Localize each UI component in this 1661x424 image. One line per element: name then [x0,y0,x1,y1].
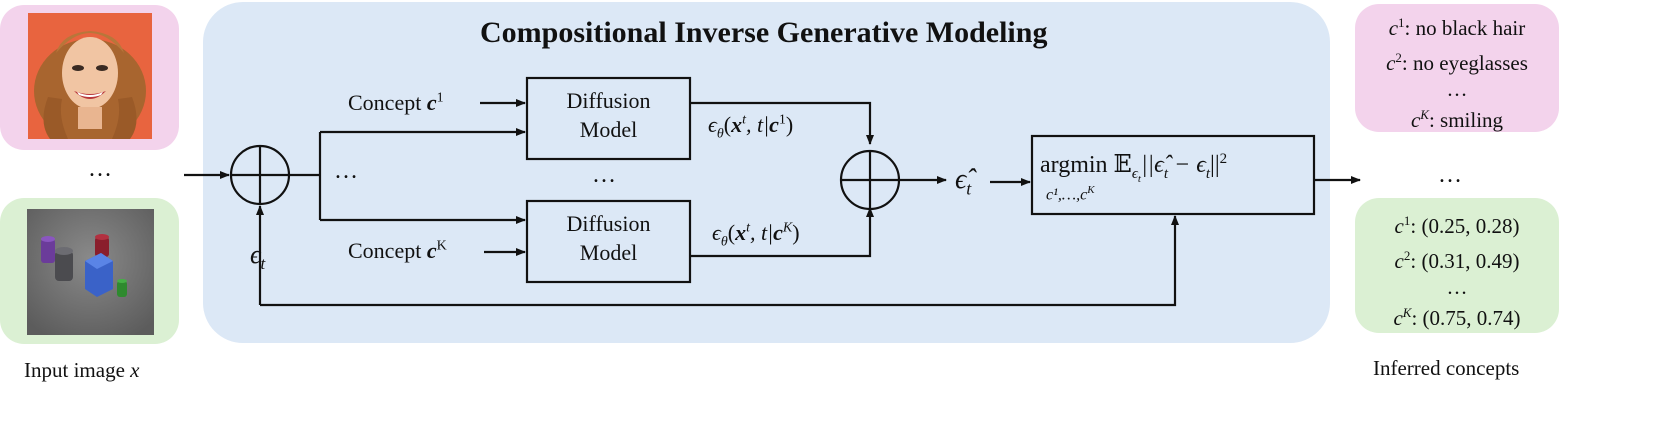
output-object-concepts: c1: (0.25, 0.28) c2: (0.31, 0.49) … cK: … [1355,206,1559,333]
output-face-concepts: c1: no black hair c2: no eyeglasses … cK… [1355,8,1559,135]
concept-bottom-label: Concept cK [348,238,447,263]
object-concept-2: c2: (0.31, 0.49) [1394,248,1520,273]
arrow-eps-to-argmin [260,215,1179,307]
output-face-panel [1355,4,1559,132]
eps-output-top: ϵθ(xt, t|c1) [708,112,794,142]
arrow-top-to-sum [690,101,874,145]
face-concept-2: c2: no eyeglasses [1386,50,1528,75]
object-concept-dots: … [1446,275,1468,299]
diagram-title: Compositional Inverse Generative Modelin… [480,16,1048,49]
concept-top-label: Concept c1 [348,90,444,115]
face-concept-1: c1: no black hair [1388,15,1526,40]
face-concept-dots: … [1446,77,1468,101]
arrow-bottom-to-sum [690,207,874,258]
clevr-objects-render [27,209,154,335]
output-caption: Inferred concepts [1373,356,1520,380]
argmin-expression: argmin 𝔼ϵt||ϵ̂t − ϵt||2 [1040,151,1228,185]
eps-hat-label: ϵ̂t [955,164,972,199]
diffusion-box-top [525,76,692,161]
branch-dots: … [334,158,358,184]
argmin-box [1030,134,1316,216]
argmin-under: c¹,…,cK [1046,184,1095,204]
face-photo [28,13,152,143]
eps-t-label: ϵt [250,240,266,274]
face-concept-k: cK: smiling [1410,107,1504,132]
output-objects-panel [1355,198,1559,333]
input-dots: … [88,156,112,182]
object-concept-1: c1: (0.25, 0.28) [1394,213,1520,238]
input-caption: Input image x [24,358,140,382]
output-dots: … [1438,162,1462,188]
middle-dots: … [592,162,616,188]
diffusion-box-bottom [525,199,692,284]
object-concept-k: cK: (0.75, 0.74) [1393,305,1521,330]
eps-output-bottom: ϵθ(xt, t|cK) [712,220,800,250]
